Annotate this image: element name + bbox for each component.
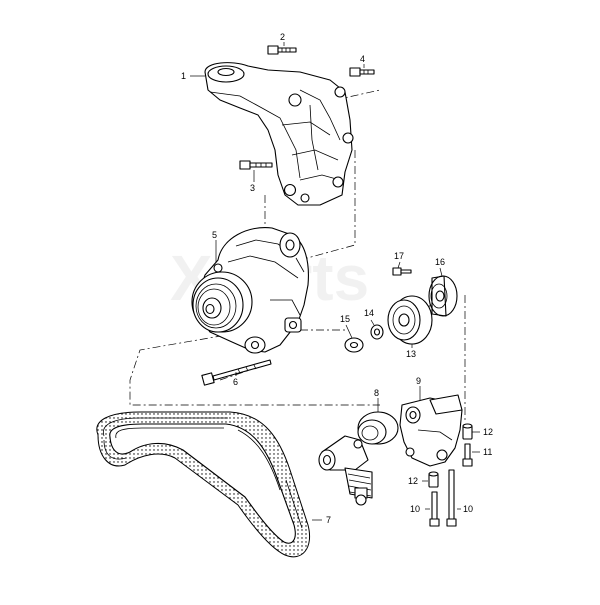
callout-9: 9 [416,376,421,386]
callout-17: 17 [394,251,404,261]
sleeve-part-12-upper[interactable] [462,423,473,440]
callout-4: 4 [360,54,365,64]
sleeve-part-14[interactable] [370,324,384,340]
callout-5: 5 [212,230,217,240]
bolt-part-6[interactable] [201,359,272,386]
sleeve-part-12-lower[interactable] [428,471,439,488]
callout-10-left: 10 [410,504,420,514]
bracket-part[interactable] [204,62,354,206]
callout-15: 15 [340,314,350,324]
idler-pulley-part-13[interactable] [387,295,433,345]
callout-7: 7 [326,515,331,525]
callout-1: 1 [181,71,186,81]
bolt-part-3[interactable] [239,160,273,170]
bolt-part-10-right[interactable] [446,469,457,527]
callout-11: 11 [483,447,492,457]
bolt-part-17[interactable] [392,267,412,276]
washer-part-15[interactable] [344,337,364,353]
callout-13: 13 [406,349,416,359]
callout-14: 14 [364,308,374,318]
callout-3: 3 [250,183,255,193]
callout-6: 6 [233,377,238,387]
callout-12-lower: 12 [408,476,418,486]
leader-lines [190,42,480,521]
callout-numbers: 1 2 3 4 5 6 7 8 9 10 10 11 12 12 13 14 1… [181,32,493,525]
tensioner-bracket-part[interactable] [399,394,463,467]
tensioner-damper-part[interactable] [318,411,399,506]
pulley-disc-part-16[interactable] [428,275,458,317]
callout-2: 2 [280,32,285,42]
bolt-part-4[interactable] [349,67,375,77]
callout-8: 8 [374,388,379,398]
alternator-part[interactable] [191,227,309,354]
ribbed-belt-part[interactable] [96,411,310,558]
callout-16: 16 [435,257,445,267]
callout-10-right: 10 [463,504,473,514]
bolt-part-11[interactable] [462,443,473,467]
callout-12-upper: 12 [483,427,493,437]
bolt-part-2[interactable] [267,45,297,55]
bolt-part-10-left[interactable] [429,491,440,527]
